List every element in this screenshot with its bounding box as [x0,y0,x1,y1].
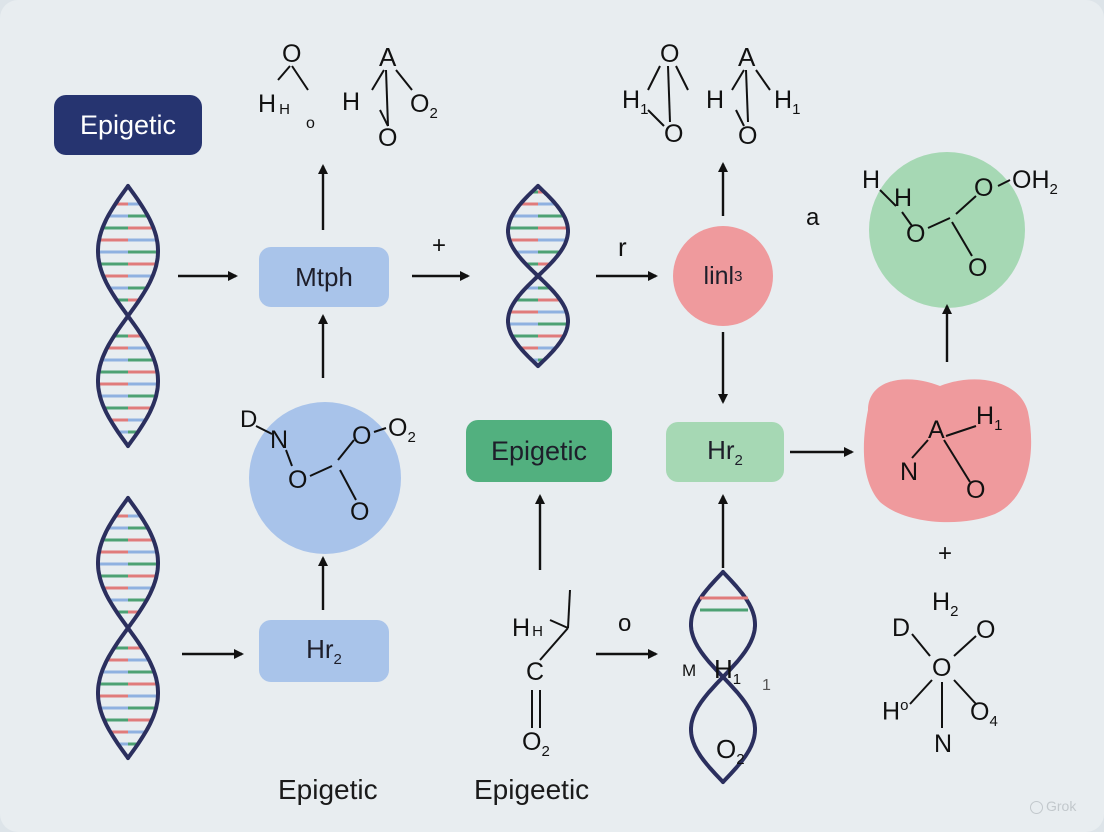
mtph-node: Mtph [259,247,389,307]
edge-label-plus-right: + [938,540,953,567]
dna-backbone [96,496,160,760]
edge-label-a: a [806,204,820,231]
dna-backbone [689,570,757,784]
dna-helix-top-left [96,184,160,448]
watermark: Grok [1030,798,1076,814]
dna-backbone [96,184,160,448]
dna-helix-bottom-left [96,496,160,760]
epigetic-green-node: Epigetic [466,420,612,482]
hr2-green-node: Hr2 [666,422,784,482]
mtph-label: Mtph [295,261,353,292]
hr2-blue-node: Hr2 [259,620,389,682]
epigetic-green-label: Epigetic [490,435,588,466]
edge-label-r: r [618,232,627,262]
dna-helix-middle [506,184,570,368]
watermark-icon [1030,800,1043,814]
hr2-green-label: Hr2 [707,434,743,470]
pink-blob-node [863,379,1032,523]
dna-backbone [506,184,570,368]
caption-middle: Epigeetic [474,774,590,805]
edge-label-o: o [618,610,632,637]
edge-label-plus-top: + [432,232,447,259]
molecule-bonds [255,65,1011,728]
green-circle-node [869,152,1025,308]
pink-circle-node [673,226,773,326]
dna-helix-bottom-center [689,570,757,784]
caption-left: Epigetic [278,774,378,805]
title-badge-label: Epigetic [79,109,177,140]
title-badge: Epigetic [54,95,202,155]
blue-circle-node [249,402,401,554]
hr2-blue-label: Hr2 [306,633,342,669]
